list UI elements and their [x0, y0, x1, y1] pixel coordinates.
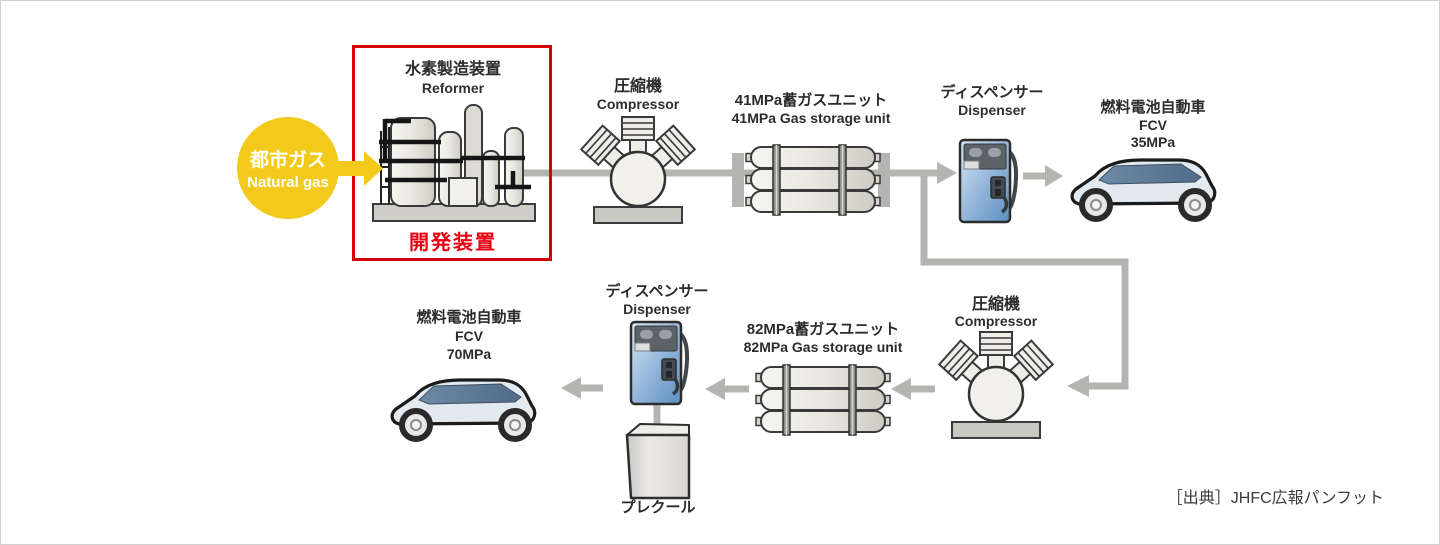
dispenser-bottom-label-ja: ディスペンサー	[605, 283, 709, 300]
dispenser-bottom-label-en: Dispenser	[623, 301, 691, 317]
natural-gas-label-en: Natural gas	[247, 174, 329, 191]
precool-unit-icon	[625, 423, 691, 500]
arrowhead-into-top-car	[1045, 165, 1063, 187]
storage41-manifold-left	[732, 153, 744, 207]
natural-gas-label-ja: 都市ガス	[249, 150, 326, 171]
source-note: ［出典］JHFC広報パンフット	[1166, 490, 1384, 507]
compressor-bottom-label-en: Compressor	[954, 313, 1038, 329]
natural-gas-node: 都市ガス Natural gas	[237, 117, 339, 219]
arrowhead-into-top-dispenser	[937, 162, 957, 184]
storage41-label-en: 41MPa Gas storage unit	[731, 110, 891, 126]
development-unit-tag: 開発装置	[409, 232, 497, 254]
storage41-label-ja: 41MPa蓄ガスユニット	[734, 92, 888, 109]
dispenser-top-label-en: Dispenser	[958, 102, 1026, 118]
reformer-label-en: Reformer	[421, 80, 485, 96]
storage82-label-ja: 82MPa蓄ガスユニット	[746, 321, 900, 338]
arrowhead-into-82storage	[891, 378, 911, 400]
storage82-label-en: 82MPa Gas storage unit	[743, 339, 903, 355]
reformer-illustration	[372, 104, 536, 222]
storage41-manifold-right	[878, 153, 890, 207]
arrowhead-into-bottom-compressor	[1067, 375, 1089, 397]
arrowhead-into-bottom-car	[561, 377, 581, 399]
pipe-branch-to-lower-row	[920, 173, 1129, 390]
fcv35-label-ja: 燃料電池自動車	[1100, 99, 1206, 116]
compressor-top-label-ja: 圧縮機	[613, 78, 663, 95]
fcv70-pressure-label: 70MPa	[446, 346, 492, 362]
compressor-bottom-label-ja: 圧縮機	[971, 296, 1021, 313]
reformer-label-ja: 水素製造装置	[404, 61, 502, 78]
flow-arrowheads	[561, 162, 1089, 400]
compressor-top-label-en: Compressor	[596, 96, 680, 112]
dispenser-top-label-ja: ディスペンサー	[940, 84, 1044, 101]
fcv70-label-en: FCV	[455, 328, 483, 344]
fcv35-label-en: FCV	[1139, 117, 1167, 133]
development-unit-highlight-box	[352, 45, 552, 261]
reformer-piping	[379, 118, 531, 190]
fcv35-pressure-label: 35MPa	[1130, 134, 1176, 150]
precool-label: プレクール	[620, 499, 696, 516]
arrowhead-into-bottom-dispenser	[705, 378, 725, 400]
natural-gas-arrow	[338, 151, 383, 186]
fcv70-label-ja: 燃料電池自動車	[416, 309, 522, 326]
